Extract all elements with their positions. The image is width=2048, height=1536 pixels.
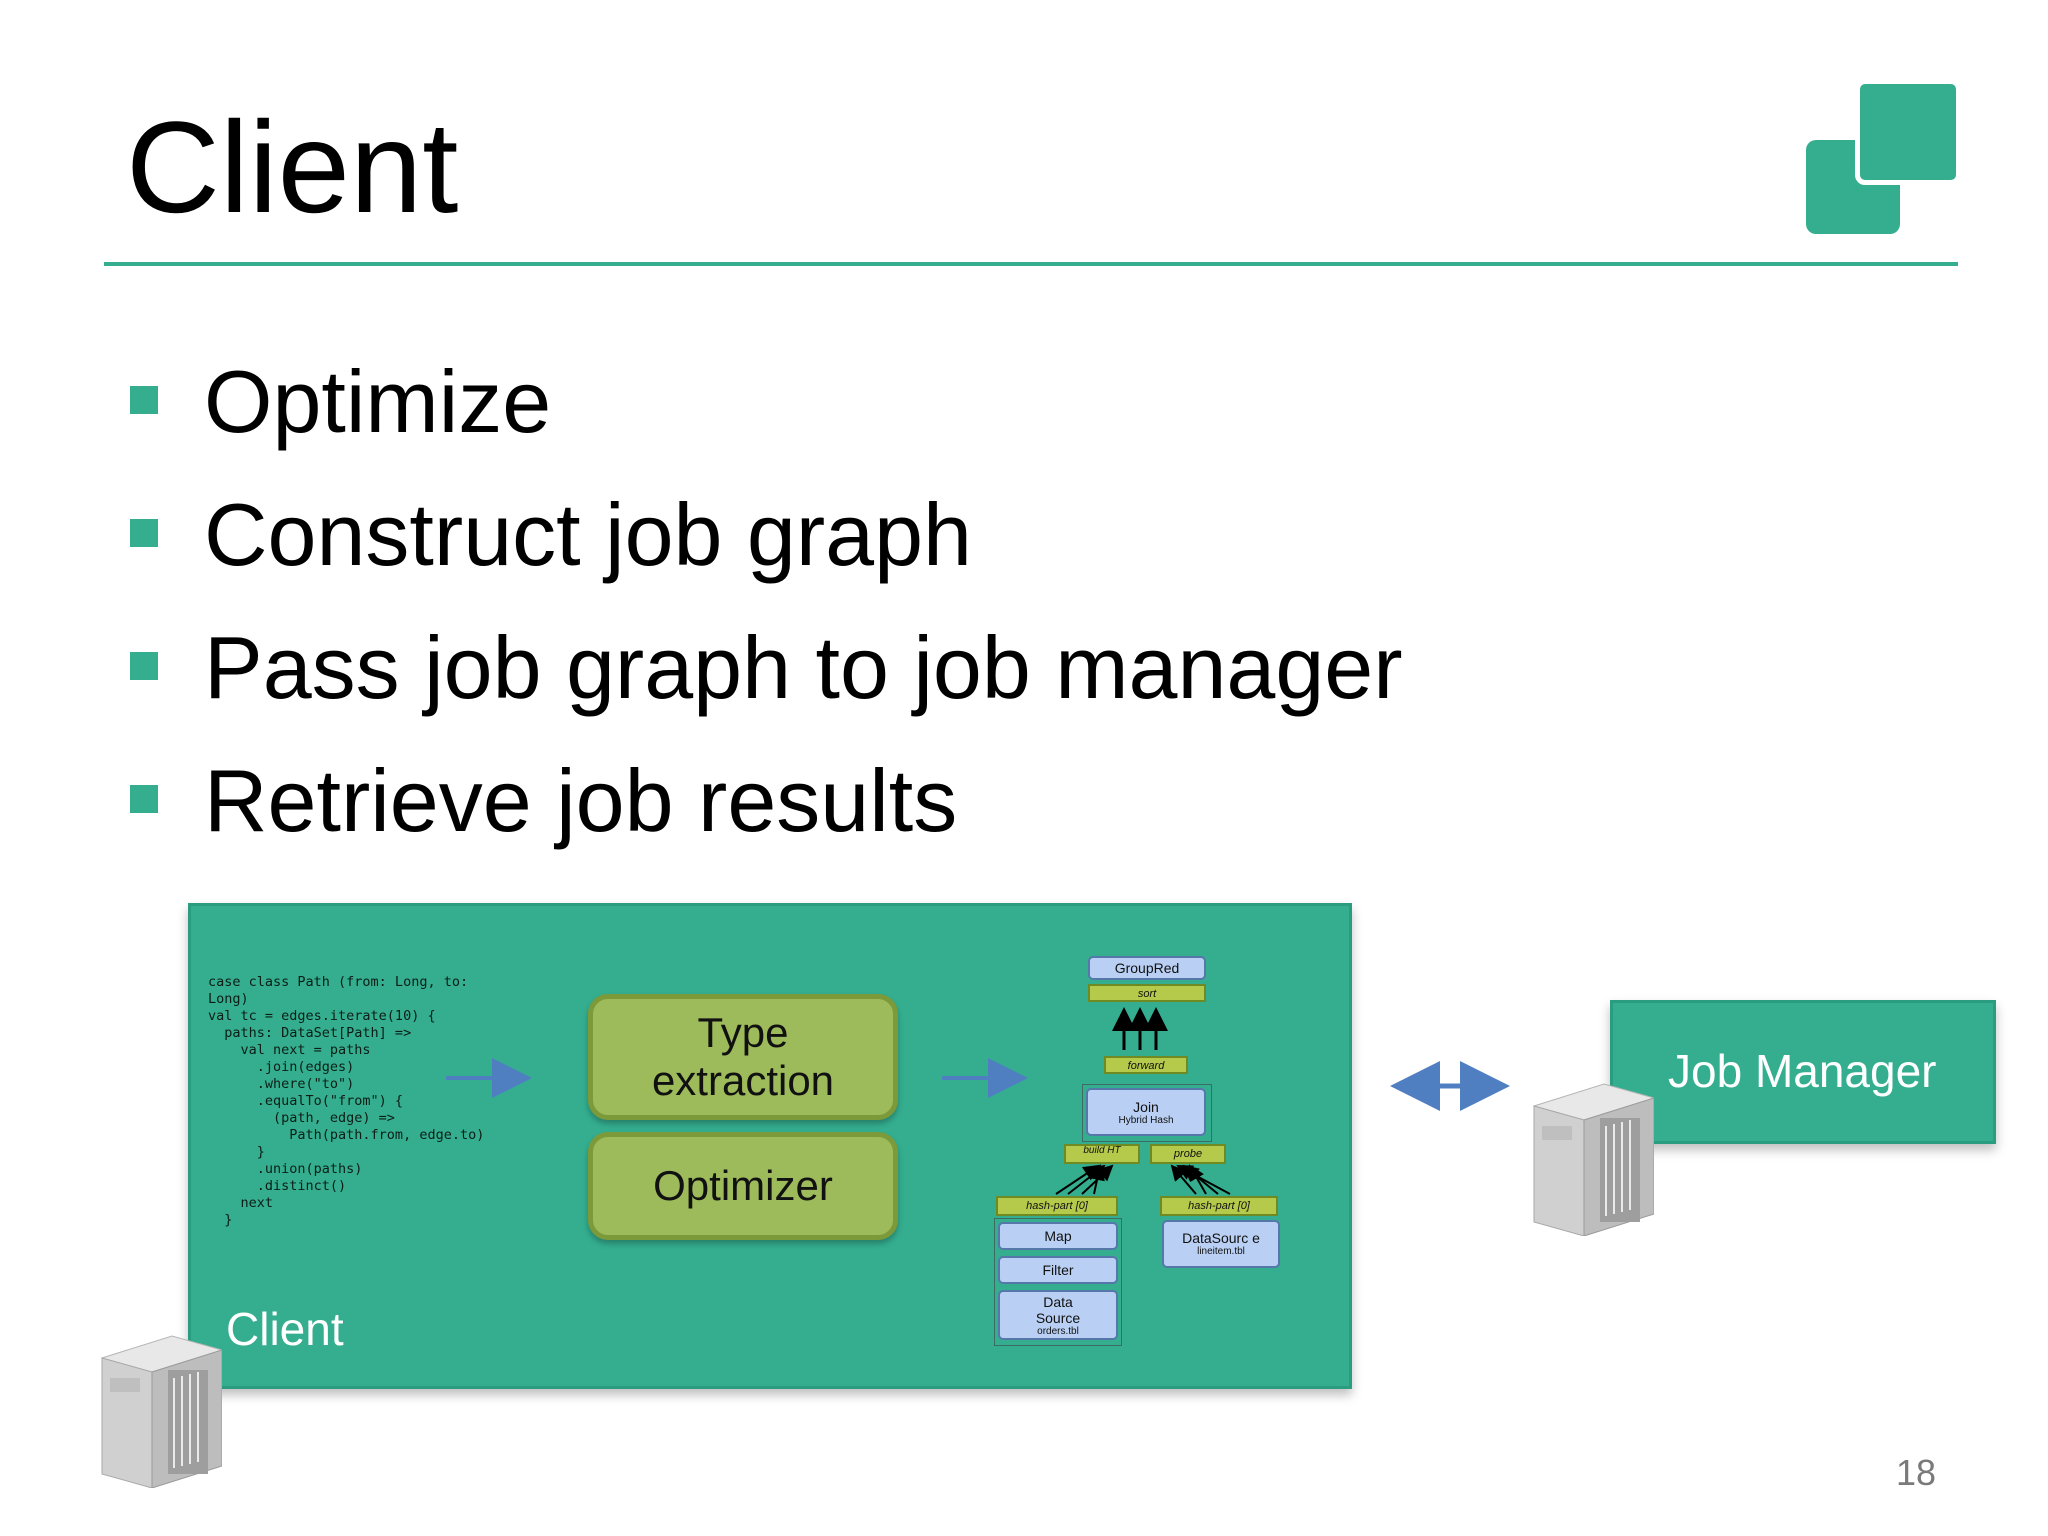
page-number: 18	[1896, 1452, 1937, 1493]
code-line: .union(paths)	[208, 1161, 363, 1177]
join-frame	[1082, 1084, 1212, 1142]
type-extraction-box: Type extraction	[588, 994, 898, 1120]
code-line: .equalTo("from") {	[208, 1093, 404, 1109]
bullet-item: Pass job graph to job manager	[130, 618, 1403, 751]
plan-node-label: Join	[1133, 1098, 1159, 1115]
bullet-square-icon	[130, 785, 158, 813]
code-line: Path(path.from, edge.to)	[208, 1127, 485, 1143]
optimizer-box: Optimizer	[588, 1132, 898, 1240]
code-line: .distinct()	[208, 1178, 347, 1194]
plan-tag-hash-part-left: hash-part [0]	[996, 1196, 1118, 1216]
bullet-item: Optimize	[130, 352, 1403, 485]
code-line: val tc = edges.iterate(10) {	[208, 1008, 436, 1024]
bullet-item: Construct job graph	[130, 485, 1403, 618]
job-manager-label: Job Manager	[1668, 1045, 1937, 1097]
plan-node-sublabel: lineitem.tbl	[1197, 1246, 1245, 1257]
code-line: next	[208, 1195, 274, 1211]
left-pipeline-frame	[994, 1218, 1122, 1346]
plan-node-filter: Filter	[998, 1256, 1118, 1284]
code-line: }	[208, 1212, 233, 1228]
plan-node-join: Join Hybrid Hash	[1086, 1088, 1206, 1136]
code-line: case class Path (from: Long, to:	[208, 974, 469, 990]
bullet-square-icon	[130, 386, 158, 414]
plan-tag-build: build HT	[1064, 1144, 1140, 1164]
plan-node-sublabel: Hybrid Hash	[1118, 1114, 1174, 1126]
plan-tag-probe: probe	[1150, 1144, 1226, 1164]
plan-node-label: Data Source	[1035, 1293, 1081, 1326]
job-manager-server-icon	[1532, 1083, 1654, 1236]
plan-node-label: Map	[1044, 1228, 1072, 1244]
bullet-text: Pass job graph to job manager	[204, 618, 1403, 717]
code-line: .join(edges)	[208, 1059, 355, 1075]
code-line: }	[208, 1144, 265, 1160]
title-divider	[104, 262, 1958, 266]
plan-node-datasource-right: DataSourc e lineitem.tbl	[1162, 1220, 1280, 1268]
logo-icon	[1806, 79, 1961, 236]
plan-node-label: GroupRed	[1114, 960, 1180, 976]
client-server-icon	[100, 1335, 222, 1488]
bullet-square-icon	[130, 519, 158, 547]
plan-tag-hash-part-right: hash-part [0]	[1160, 1196, 1278, 1216]
bullet-square-icon	[130, 652, 158, 680]
code-line: Long)	[208, 991, 249, 1007]
code-line: val next = paths	[208, 1042, 371, 1058]
plan-node-label: Filter	[1042, 1262, 1074, 1278]
bullet-item: Retrieve job results	[130, 751, 1403, 884]
code-line: paths: DataSet[Path] =>	[208, 1025, 412, 1041]
job-manager-box	[1610, 1000, 1996, 1144]
plan-node-datasource-left: Data Source orders.tbl	[998, 1290, 1118, 1340]
code-snippet: case class Path (from: Long, to: Long) v…	[208, 974, 484, 1229]
plan-tag-sort: sort	[1088, 984, 1206, 1002]
bullet-text: Retrieve job results	[204, 751, 958, 850]
client-label: Client	[226, 1303, 344, 1355]
plan-node-sublabel: orders.tbl	[1037, 1325, 1079, 1337]
code-line: .where("to")	[208, 1076, 355, 1092]
plan-node-label: DataSourc e	[1182, 1230, 1260, 1246]
bullet-text: Construct job graph	[204, 485, 972, 584]
slide-title: Client	[126, 94, 459, 240]
code-line: (path, edge) =>	[208, 1110, 395, 1126]
bullet-text: Optimize	[204, 352, 552, 451]
bullet-list: Optimize Construct job graph Pass job gr…	[130, 352, 1403, 884]
plan-node-map: Map	[998, 1222, 1118, 1250]
plan-tag-forward: forward	[1104, 1056, 1188, 1074]
plan-node-groupred: GroupRed	[1088, 956, 1206, 980]
